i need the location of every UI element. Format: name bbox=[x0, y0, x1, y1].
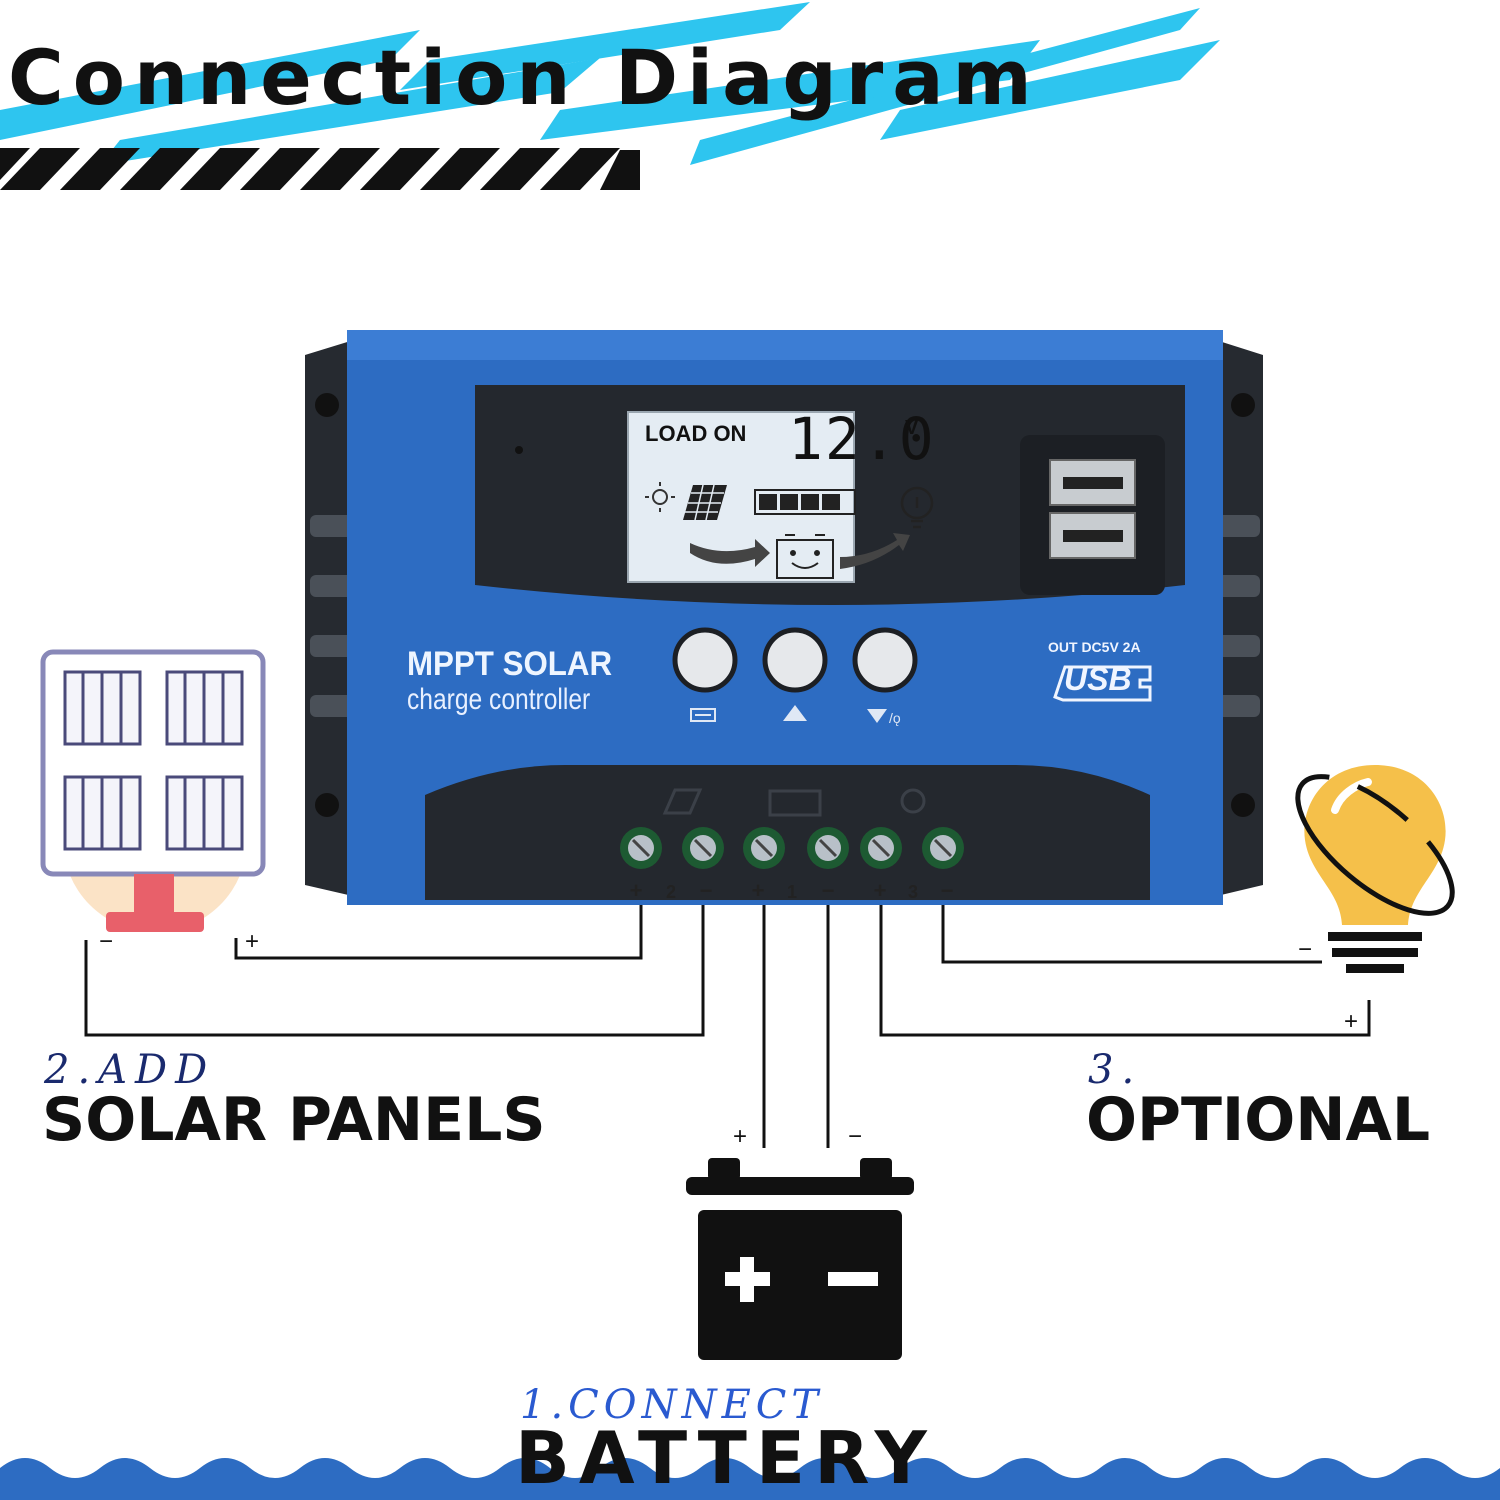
up-arrow-icon bbox=[783, 705, 807, 721]
terminal-screws bbox=[620, 827, 964, 869]
battery-step-label: 1.CONNECT bbox=[520, 1382, 824, 1428]
wire-panel-positive bbox=[234, 900, 643, 960]
solar-step-label: 2.ADD bbox=[44, 1047, 216, 1093]
charge-controller: /ǫ bbox=[305, 330, 1263, 905]
terminal-label: − bbox=[940, 878, 954, 903]
battery-icon bbox=[686, 1158, 914, 1360]
terminal-label: − bbox=[699, 878, 713, 903]
load-negative-label: − bbox=[1297, 936, 1312, 963]
usb-label: USB bbox=[1064, 661, 1132, 697]
terminal-label: + bbox=[629, 878, 643, 903]
terminal-screw[interactable] bbox=[807, 827, 849, 869]
lcd-load-status: LOAD ON bbox=[645, 421, 747, 446]
lcd-battery-level-icon bbox=[754, 489, 856, 515]
battery-positive-label: + bbox=[732, 1123, 747, 1150]
brand-subtitle: charge controller bbox=[407, 683, 591, 716]
wave-border bbox=[0, 1458, 1500, 1500]
terminal-label: 3 bbox=[907, 882, 918, 902]
terminal-screw[interactable] bbox=[922, 827, 964, 869]
menu-icon bbox=[690, 708, 716, 722]
load-step-label: 3. bbox=[1088, 1047, 1143, 1093]
terminal-label: 2 bbox=[665, 882, 676, 902]
terminal-label: 1 bbox=[786, 882, 797, 902]
lcd-sun-icon bbox=[645, 482, 675, 512]
usb-logo-outline bbox=[1053, 665, 1152, 702]
lcd-voltage-unit: V bbox=[905, 417, 919, 439]
terminal-top-icons bbox=[662, 788, 926, 817]
usb-output-rating: OUT DC5V 2A bbox=[1048, 639, 1141, 655]
solar-panel-icon bbox=[40, 649, 266, 932]
panel-negative-label: − bbox=[98, 928, 113, 955]
header-hazard-stripes bbox=[0, 148, 640, 190]
battery-negative-label: − bbox=[847, 1123, 862, 1150]
bulb-mode-icon: /ǫ bbox=[889, 710, 901, 726]
terminal-screw[interactable] bbox=[682, 827, 724, 869]
header-blue-streaks bbox=[0, 2, 1220, 165]
lcd-battery-face-icon bbox=[776, 534, 834, 579]
load-positive-label: + bbox=[1343, 1008, 1358, 1035]
wire-load-positive bbox=[879, 900, 1371, 1037]
terminal-screw[interactable] bbox=[743, 827, 785, 869]
down-button[interactable] bbox=[852, 627, 918, 693]
terminal-label: − bbox=[821, 878, 835, 903]
battery-heading: BATTERY bbox=[515, 1416, 936, 1500]
terminal-label: + bbox=[751, 878, 765, 903]
wire-panel-negative bbox=[84, 900, 705, 1037]
page-title: Connection Diagram bbox=[8, 33, 1041, 122]
solar-heading: SOLAR PANELS bbox=[42, 1085, 546, 1155]
terminal-screw[interactable] bbox=[620, 827, 662, 869]
controller-buttons: /ǫ bbox=[672, 627, 918, 726]
lcd-flow-arrows bbox=[690, 533, 910, 569]
panel-positive-label: + bbox=[244, 928, 259, 955]
terminal-block bbox=[425, 765, 1150, 900]
lcd-panel-icon bbox=[683, 484, 727, 521]
lcd-voltage: 12.0 bbox=[788, 405, 936, 473]
lcd-bulb-icon bbox=[900, 486, 934, 529]
header-decoration bbox=[0, 2, 1220, 190]
down-arrow-icon bbox=[867, 709, 887, 723]
load-heading: OPTIONAL bbox=[1086, 1085, 1431, 1155]
terminal-screw[interactable] bbox=[860, 827, 902, 869]
up-button[interactable] bbox=[762, 627, 828, 693]
brand-name: MPPT SOLAR bbox=[407, 645, 613, 683]
menu-button[interactable] bbox=[672, 627, 738, 693]
terminal-label: + bbox=[873, 878, 887, 903]
wire-load-negative bbox=[941, 900, 1322, 964]
light-bulb-icon bbox=[1295, 765, 1455, 973]
